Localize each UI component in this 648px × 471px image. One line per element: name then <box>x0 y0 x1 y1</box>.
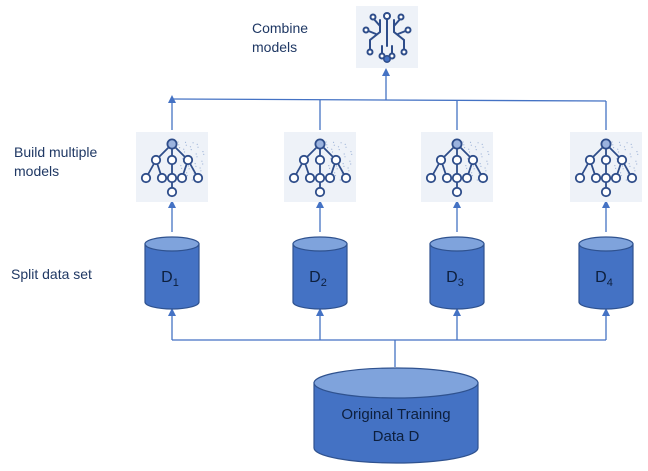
decision-tree-icon <box>284 132 356 202</box>
decision-tree-icon <box>421 132 493 202</box>
circuit-brain-icon <box>356 6 418 68</box>
combine-models-label: Combine models <box>252 20 309 55</box>
connectors <box>168 68 610 367</box>
original-data-label-line1: Original Training <box>341 406 450 423</box>
dataset-cylinder-1: D1 <box>144 236 200 310</box>
dataset-label: D1 <box>161 269 179 289</box>
split-data-label: Split data set <box>11 266 92 282</box>
dataset-cylinder-2: D2 <box>292 236 348 310</box>
dataset-cylinders: D1 D2 D3 D4 <box>144 236 634 310</box>
dataset-cylinder-4: D4 <box>578 236 634 310</box>
top-bus-line <box>171 98 607 102</box>
decision-tree-icon <box>570 132 642 202</box>
dataset-label: D2 <box>309 269 327 289</box>
build-models-label: Build multiple models <box>14 144 98 179</box>
dataset-label: D4 <box>595 269 613 289</box>
dataset-label: D3 <box>446 269 464 289</box>
decision-tree-icon <box>136 132 208 202</box>
original-data-cylinder: Original Training Data D <box>313 367 479 464</box>
dataset-cylinder-3: D3 <box>429 236 485 310</box>
original-data-label-line2: Data D <box>373 428 420 445</box>
model-icons <box>136 132 642 202</box>
